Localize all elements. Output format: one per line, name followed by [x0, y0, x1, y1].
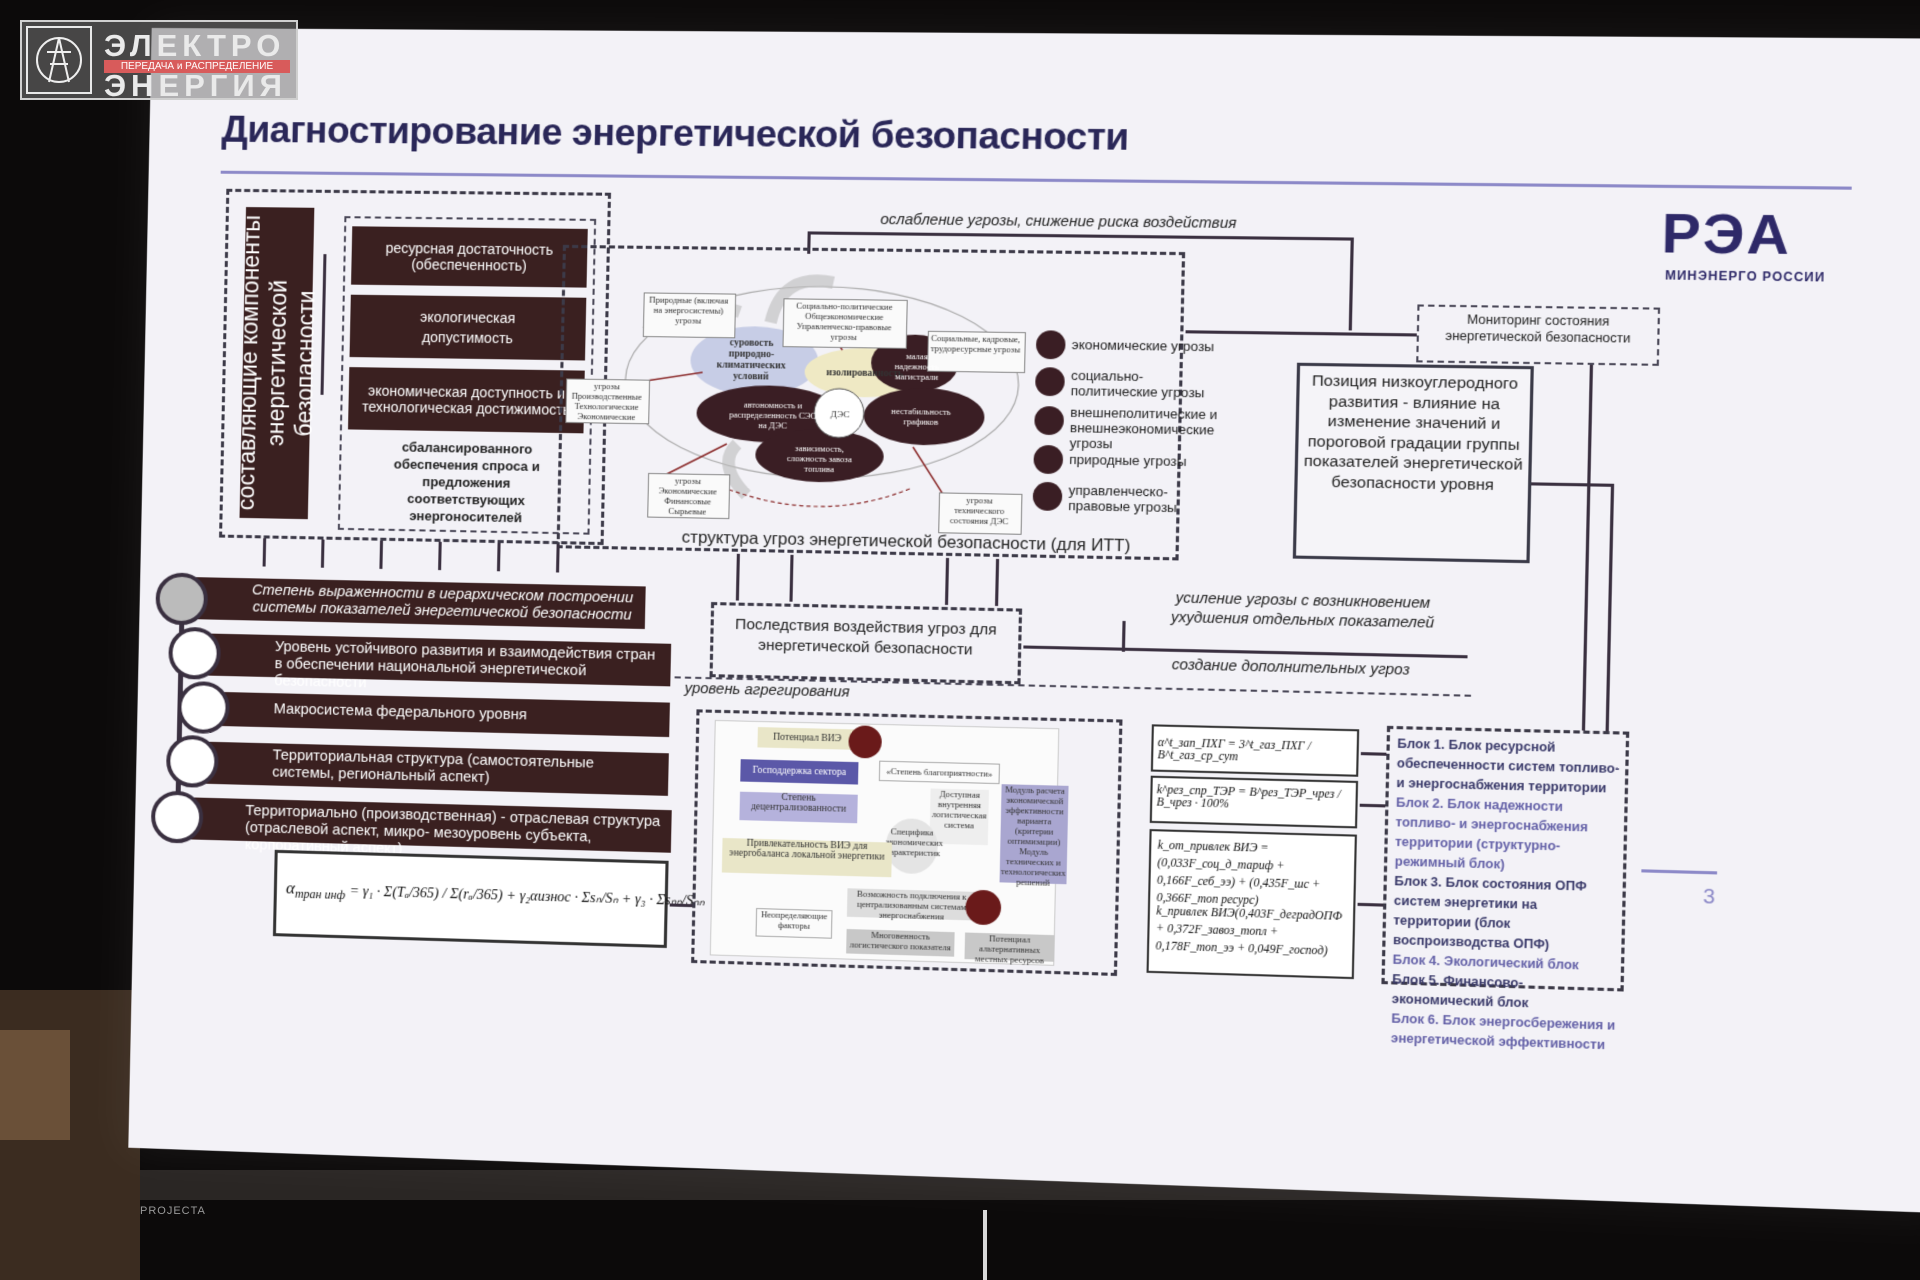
- label-center: ДЭС: [822, 409, 857, 420]
- block-6: Блок 6. Блок энергосбережения и энергети…: [1391, 1009, 1617, 1056]
- rea-logo: РЭА: [1661, 201, 1792, 267]
- position-to-blocks-drop: [1606, 484, 1615, 731]
- amplification-label: усиление угрозы с возникновением ухудшен…: [1143, 589, 1462, 635]
- formula-right-3: k_от_привлек ВИЭ = (0,033F_соц_д_тариф +…: [1156, 837, 1350, 912]
- box-production-text: угрозы Производственные Технологические …: [567, 380, 646, 422]
- level-3-marker: [177, 681, 230, 734]
- res-nonmeasured: Неопределяющие факторы: [755, 908, 832, 939]
- additional-threats-line: [1023, 645, 1467, 658]
- monitoring-arrow: [1186, 330, 1417, 336]
- level-4: Территориальная структура (самостоятельн…: [192, 741, 669, 796]
- box-economic-text: угрозы Экономические Финансовые Сырьевые: [649, 475, 726, 517]
- block-1: Блок 1. Блок ресурсной обеспеченности си…: [1396, 734, 1622, 799]
- label-stability: нестабильность графиков: [878, 406, 964, 428]
- arrow-down-6: [556, 544, 560, 572]
- component-resource: ресурсная достаточность (обеспеченность): [351, 226, 588, 287]
- level-2: Уровень устойчивого развития и взаимодей…: [194, 633, 671, 686]
- box-natural-threats-text: Природные (включая на энергосистемы) угр…: [645, 294, 732, 326]
- title-underline: [221, 171, 1852, 190]
- res-local-potential: Потенциал альтернативных местных ресурсо…: [964, 932, 1054, 961]
- res-favorable: «Степень благоприятности»: [879, 761, 1000, 784]
- res-support: Господдержка сектора: [740, 759, 858, 784]
- component-economic: экономическая доступность и технологичес…: [348, 367, 585, 433]
- legend-social: социально-политические угрозы: [1071, 368, 1229, 401]
- arrow-threat-down-3: [945, 558, 949, 605]
- page-number-rule: [1641, 869, 1717, 874]
- watermark-line1: ЭЛЕКТРО: [104, 28, 285, 64]
- page-number: 3: [1692, 885, 1725, 910]
- arrow-down-3: [379, 541, 383, 569]
- components-vertical-panel: составляющие компоненты энергетической б…: [240, 207, 315, 519]
- legend-economic: экономические угрозы: [1072, 337, 1220, 354]
- formula-main-lhs: α: [286, 878, 295, 897]
- legend-foreign: внешнеполитические и внешнеэкономические…: [1069, 405, 1249, 454]
- consequences-text: Последствия воздействия угроз для энерге…: [720, 614, 1011, 661]
- block-2: Блок 2. Блок надежности топливо- и энерг…: [1394, 793, 1621, 878]
- formula-right-1: α^t_зап_ПХГ = 3^t_газ_ПХГ / B^t_газ_ср_с…: [1157, 737, 1354, 767]
- arrow-threat-down-4: [995, 559, 999, 606]
- rea-logo-subtitle: МИНЭНЕРГО РОССИИ: [1665, 268, 1825, 285]
- box-social-political-text: Социально-политические Общеэкономические…: [785, 300, 904, 342]
- arrow-down-5: [497, 543, 501, 571]
- arrow-threat-down-2: [789, 555, 793, 602]
- components-vertical-label: составляющие компоненты энергетической б…: [232, 212, 323, 514]
- slide-title: Диагностирование энергетической безопасн…: [221, 109, 1129, 159]
- watermark-line2: ЭНЕРГИЯ: [104, 68, 287, 104]
- res-potential: Потенциал ВИЭ: [757, 727, 857, 750]
- arrow-down-1: [263, 538, 267, 566]
- level-3: Макросистема федерального уровня: [193, 691, 670, 737]
- arrow-down-2: [321, 540, 325, 568]
- level-1: Степень выраженности в иерархическом пос…: [169, 577, 645, 629]
- cable: [983, 1210, 987, 1280]
- monitoring-text: Мониторинг состояния энергетической безо…: [1425, 311, 1651, 347]
- position-text: Позиция низкоуглеродного развития - влия…: [1303, 371, 1525, 496]
- formula-right-4: k_привлек ВИЭ(0,403F_деградОПФ + 0,372F_…: [1155, 903, 1349, 961]
- label-fuel: зависимость, сложность завоза топлива: [776, 443, 864, 475]
- weakening-arrow-line: [808, 231, 1353, 240]
- res-attractiveness: Привлекательность ВИЭ для энергобаланса …: [722, 838, 892, 877]
- tower-icon-svg: [33, 32, 85, 88]
- podium-panel: [0, 1030, 70, 1140]
- legend-management: управленческо-правовые угрозы: [1068, 482, 1226, 516]
- res-availability: Доступная внутренняя логистическая систе…: [929, 788, 989, 845]
- res-multi: Многовенность логистического показателя: [846, 929, 955, 957]
- weakening-threat-label: ослабление угрозы, снижение риска воздей…: [849, 211, 1268, 232]
- arrow-down-4: [438, 542, 442, 570]
- blocks-arrow-3: [1358, 903, 1384, 907]
- blocks-arrow-2: [1360, 804, 1386, 808]
- formula-main-sub: тран инф: [295, 887, 346, 903]
- res-connection: Возможность подключения к централизованн…: [847, 888, 976, 920]
- block-3: Блок 3. Блок состояния ОПФ систем энерге…: [1393, 872, 1620, 957]
- additional-threats-label: создание дополнительных угроз: [1163, 657, 1418, 679]
- res-module: Модуль расчета экономической эффективнос…: [1000, 784, 1069, 884]
- formula-right-2: k^рез_спр_ТЭР = B^рез_ТЭР_чрез / B_чрез …: [1156, 784, 1353, 814]
- projection-screen: Диагностирование энергетической безопасн…: [128, 28, 1920, 1213]
- aggregation-label: уровень агрегирования: [664, 680, 871, 701]
- weakening-arrow-right: [1349, 237, 1354, 330]
- formula-arrow: [670, 903, 693, 907]
- label-delivery: малая надежность магистрали: [885, 351, 948, 383]
- label-autonomy: автономность и распределенность СЭС на Д…: [727, 399, 818, 431]
- legend-natural: природные угрозы: [1069, 452, 1217, 470]
- component-ecology: экологическая допустимость: [350, 295, 587, 361]
- box-tech-state-text: угрозы технического состояния ДЭС: [940, 494, 1018, 526]
- level-5: Территориально (производственная) - отра…: [165, 797, 672, 853]
- component-balance: сбалансированного обеспечения спроса и п…: [364, 438, 569, 527]
- blocks-list: Блок 1. Блок ресурсной обеспеченности си…: [1391, 734, 1623, 1055]
- blocks-arrow-1: [1361, 752, 1387, 756]
- watermark-logo: ЭЛЕКТРО ПЕРЕДАЧА и РАСПРЕДЕЛЕНИЕ ЭНЕРГИЯ: [20, 20, 298, 100]
- arrow-threat-down-1: [736, 554, 740, 601]
- res-decentral: Степень децентрализованности: [739, 792, 857, 824]
- tower-icon: [26, 26, 92, 94]
- label-climate: суровость природно-климатических условий: [714, 338, 789, 384]
- position-to-blocks-line: [1531, 482, 1613, 487]
- projector-label: PROJECTA: [140, 1205, 206, 1217]
- monitoring-to-blocks-drop: [1582, 365, 1593, 731]
